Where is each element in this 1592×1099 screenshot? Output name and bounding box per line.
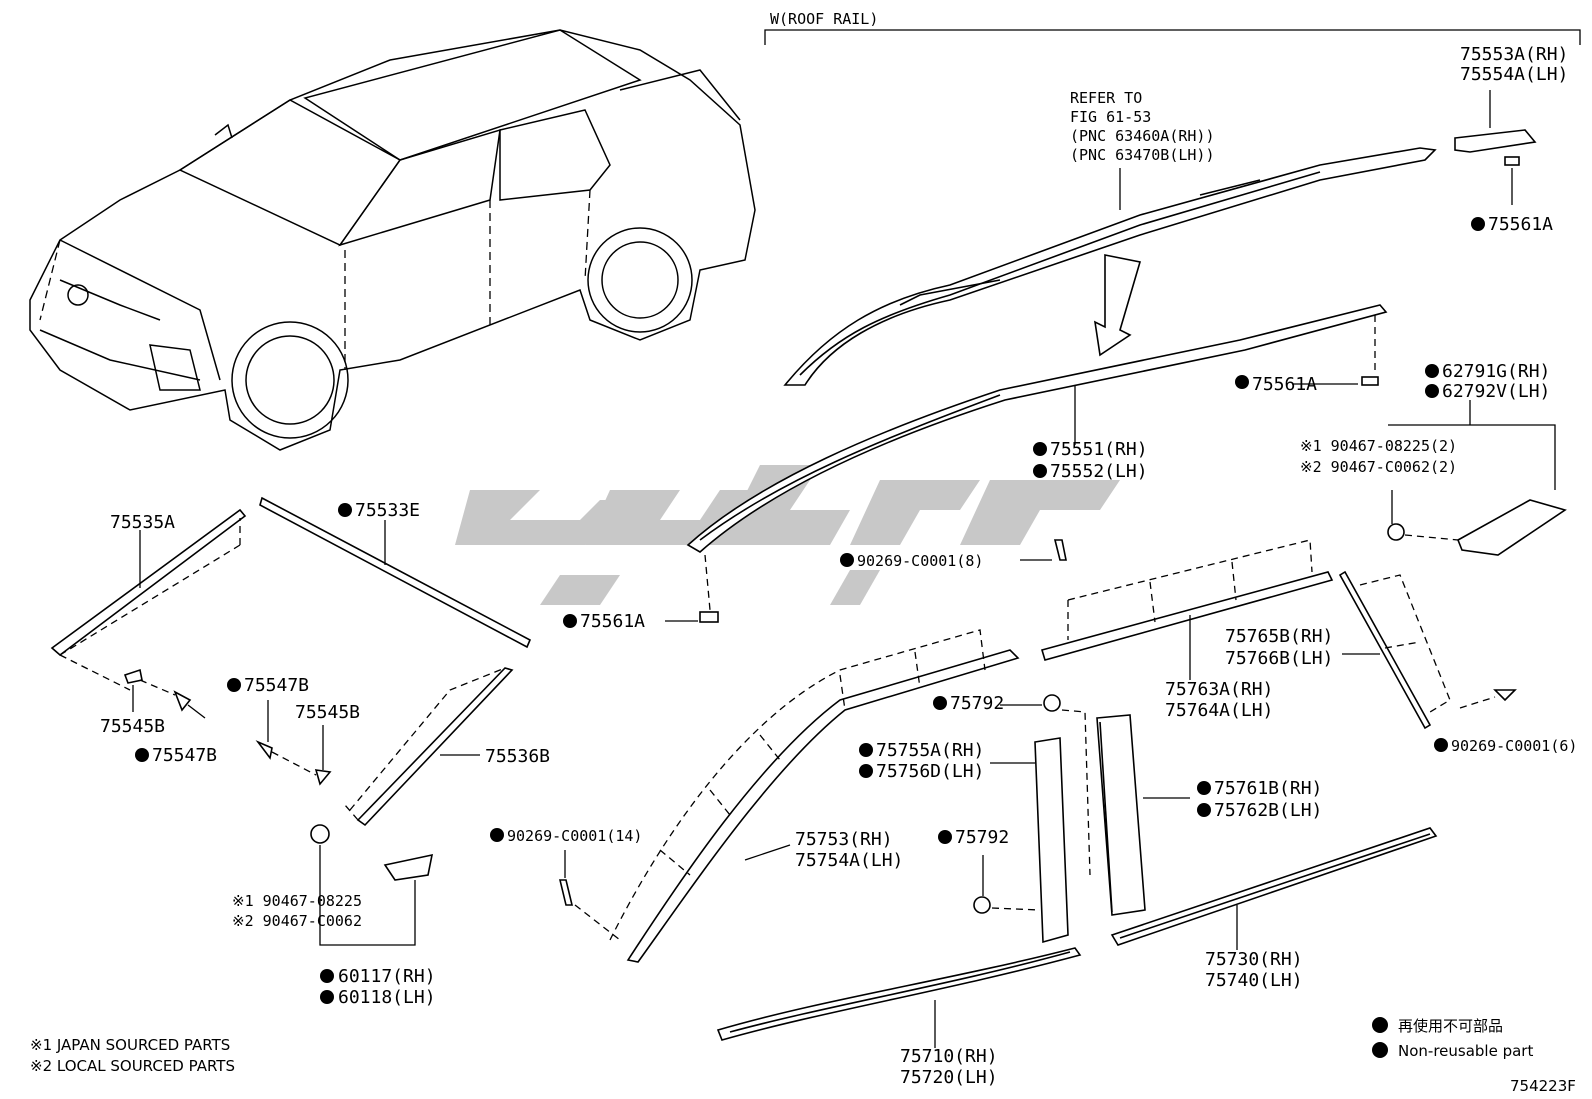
clip-90269-8: 90269-C0001(8) xyxy=(840,539,1067,570)
part-label-p75764a: 75764A(LH) xyxy=(1165,700,1273,721)
part-label-clip1-r: ※1 90467-08225(2) xyxy=(1300,437,1457,455)
part-label-p75535a: 75535A xyxy=(110,512,175,533)
refer-note: REFER TO FIG 61-53 (PNC 63460A(RH)) (PNC… xyxy=(1070,89,1215,210)
footnote-2: ※2 LOCAL SOURCED PARTS xyxy=(30,1057,235,1075)
part-label-p60117: 60117(RH) xyxy=(338,966,436,987)
part-label-p75761b: 75761B(RH) xyxy=(1214,778,1322,799)
part-label-p75762b: 75762B(LH) xyxy=(1214,800,1322,821)
part-label-p75763a: 75763A(RH) xyxy=(1165,679,1273,700)
part-label-p75765b: 75765B(RH) xyxy=(1225,626,1333,647)
part-label-p75545b-a: 75545B xyxy=(295,702,360,723)
part-label-p75561a-mid: 75561A xyxy=(1252,374,1317,395)
roof-rail xyxy=(783,147,1437,386)
part-label-p75792-b: 75792 xyxy=(955,827,1009,848)
c-pillar-garnish: 75761B(RH) 75762B(LH) xyxy=(1096,714,1322,916)
part-label-p75547b-a: 75547B xyxy=(244,675,309,696)
part-label-p75533e: 75533E xyxy=(355,500,420,521)
pillar-molding-front: 75536B 75547B 75545B xyxy=(227,667,550,827)
legend: 再使用不可部品 Non-reusable part xyxy=(1372,1017,1533,1060)
a-pillar-molding: 75753(RH) 75754A(LH) 90269-C0001(14) xyxy=(490,629,1020,963)
part-label-p60118: 60118(LH) xyxy=(338,987,436,1008)
part-label-p75547b-b: 75547B xyxy=(152,745,217,766)
part-label-p90269-14: 90269-C0001(14) xyxy=(507,827,642,845)
footnotes: ※1 JAPAN SOURCED PARTS ※2 LOCAL SOURCED … xyxy=(30,1036,235,1075)
part-label-p75754a: 75754A(LH) xyxy=(795,850,903,871)
part-label-line3: (PNC 63460A(RH)) xyxy=(1070,127,1215,145)
part-label-clip1-l: ※1 90467-08225 xyxy=(232,892,362,910)
footnote-1: ※1 JAPAN SOURCED PARTS xyxy=(30,1036,230,1054)
part-label-p75551: 75551(RH) xyxy=(1050,439,1148,460)
part-label-p75710: 75710(RH) xyxy=(900,1046,998,1067)
part-label-p75552: 75552(LH) xyxy=(1050,461,1148,482)
part-label-clip2-r: ※2 90467-C0062(2) xyxy=(1300,458,1457,476)
part-label-p75720: 75720(LH) xyxy=(900,1067,998,1088)
roof-rail-bracket: W(ROOF RAIL) xyxy=(764,10,1581,45)
rear-pillar-molding: 90269-C0001(6) xyxy=(1338,570,1577,755)
vehicle-illustration xyxy=(29,29,756,451)
part-label-p75554a: 75554A(LH) xyxy=(1460,64,1568,85)
part-label-p75766b: 75766B(LH) xyxy=(1225,648,1333,669)
part-label-p75755a: 75755A(RH) xyxy=(876,740,984,761)
part-label-p75756d: 75756D(LH) xyxy=(876,761,984,782)
part-label-p75545b-b: 75545B xyxy=(100,716,165,737)
rocker-molding: 75730(RH) 75740(LH) xyxy=(1110,827,1438,991)
lower-side-molding: 75710(RH) 75720(LH) xyxy=(716,947,1082,1088)
part-label-p90269-8: 90269-C0001(8) xyxy=(857,552,983,570)
b-pillar-garnish: 75792 75755A(RH) 75756D(LH) 75792 xyxy=(859,693,1091,944)
part-label-line4: (PNC 63470B(LH)) xyxy=(1070,146,1215,164)
roof-molding: 75561A 75551(RH) 75552(LH) 75561A xyxy=(563,304,1388,632)
part-label-p75536b: 75536B xyxy=(485,746,550,767)
clip-60117: ※1 90467-08225 ※2 90467-C0062 60117(RH) … xyxy=(232,824,436,1008)
legend-dot-icon xyxy=(1372,1042,1388,1058)
part-label-p75753: 75753(RH) xyxy=(795,829,893,850)
roof-panel-seal: 75533E xyxy=(259,496,532,649)
part-label-line1: REFER TO xyxy=(1070,89,1142,107)
part-label-clip2-l: ※2 90467-C0062 xyxy=(232,912,362,930)
bracket-label: W(ROOF RAIL) xyxy=(770,10,878,28)
upper-door-molding: 75765B(RH) 75766B(LH) 75763A(RH) 75764A(… xyxy=(1040,539,1380,721)
part-label-p62791g: 62791G(RH) xyxy=(1442,361,1550,382)
part-label-p75561a-top: 75561A xyxy=(1488,214,1553,235)
part-label-p62792v: 62792V(LH) xyxy=(1442,381,1550,402)
part-label-p90269-6: 90269-C0001(6) xyxy=(1451,737,1577,755)
rail-end-cap: 75553A(RH) 75554A(LH) 75561A xyxy=(1454,44,1568,235)
part-label-p75553a: 75553A(RH) xyxy=(1460,44,1568,65)
part-label-p75561a-left: 75561A xyxy=(580,611,645,632)
part-label-p75740: 75740(LH) xyxy=(1205,970,1303,991)
rear-quarter-trim: 62791G(RH) 62792V(LH) ※1 90467-08225(2) … xyxy=(1300,361,1567,556)
figure-number: 754223F xyxy=(1510,1077,1576,1095)
windshield-molding: 75535A 75545B 75547B xyxy=(50,508,247,766)
legend-dot-icon xyxy=(1372,1017,1388,1033)
legend-en: Non-reusable part xyxy=(1398,1042,1533,1060)
legend-jp: 再使用不可部品 xyxy=(1398,1017,1503,1035)
part-label-line2: FIG 61-53 xyxy=(1070,108,1151,126)
part-label-p75792-a: 75792 xyxy=(950,693,1004,714)
part-label-p75730: 75730(RH) xyxy=(1205,949,1303,970)
